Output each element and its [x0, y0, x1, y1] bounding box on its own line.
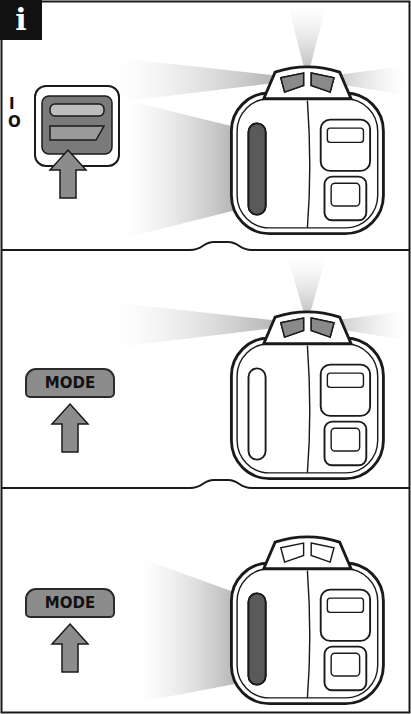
illustration-part — [311, 73, 334, 92]
break-line — [2, 242, 409, 250]
press-arrow — [50, 150, 86, 198]
illustration-part — [50, 126, 104, 140]
press-arrow — [52, 624, 88, 672]
mode-button: MODE — [25, 368, 115, 398]
laser-beams — [118, 6, 405, 238]
illustration-part — [42, 96, 112, 154]
break-line — [2, 480, 409, 488]
illustration-part — [231, 312, 383, 479]
press-arrow — [52, 404, 88, 452]
button-label: MODE — [45, 376, 95, 391]
illustration-part — [231, 67, 383, 234]
illustration-part — [249, 123, 266, 214]
off-mark: O — [8, 115, 21, 130]
info-badge: i — [0, 0, 42, 40]
power-switch — [35, 86, 119, 166]
illustration-part — [311, 318, 334, 337]
button-label: MODE — [45, 596, 95, 611]
illustration-part — [281, 73, 304, 92]
on-mark: I — [9, 97, 15, 112]
illustration-part — [50, 104, 104, 116]
laser-beams — [118, 258, 405, 347]
line-laser — [231, 312, 383, 479]
illustration-part — [231, 537, 383, 704]
line-laser — [231, 537, 383, 704]
info-symbol: i — [15, 5, 26, 35]
mode-button: MODE — [25, 588, 115, 618]
line-laser — [231, 67, 383, 234]
illustration-part — [281, 318, 304, 337]
illustration-part — [35, 86, 119, 166]
illustration-part — [249, 593, 266, 684]
